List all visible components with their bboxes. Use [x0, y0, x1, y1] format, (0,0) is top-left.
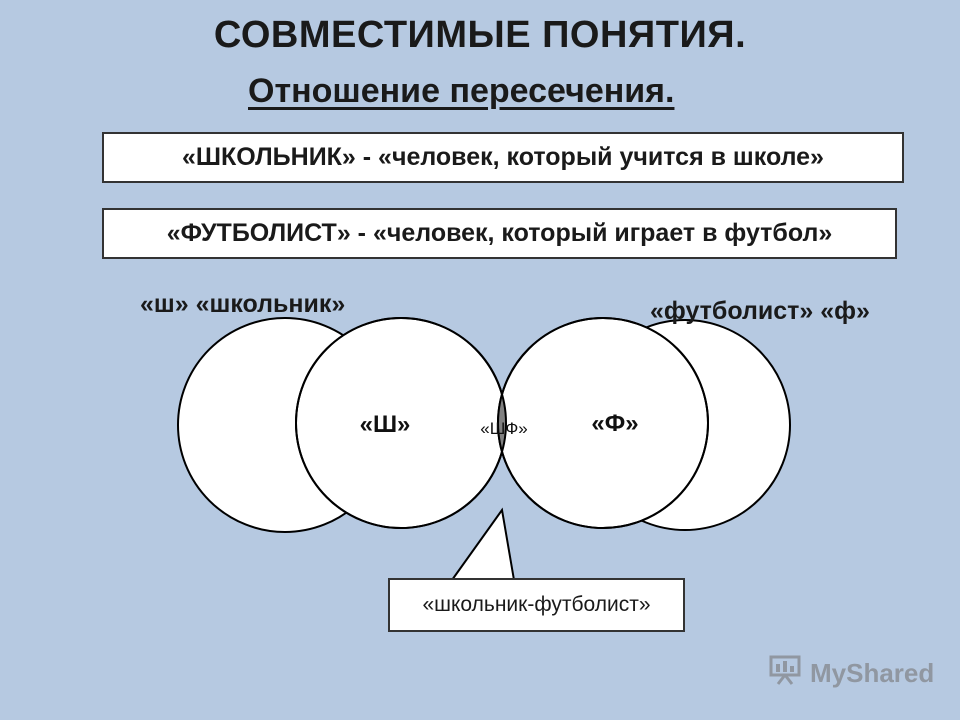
page-title: СОВМЕСТИМЫЕ ПОНЯТИЯ.: [213, 14, 747, 56]
watermark: MyShared: [768, 654, 934, 693]
outer-label-right: «футболист» «ф»: [650, 297, 870, 325]
definition-footballer: «ФУТБОЛИСТ» - «человек, который играет в…: [102, 208, 897, 259]
label-sh: «Ш»: [360, 411, 411, 438]
label-intersection: «ШФ»: [480, 419, 527, 438]
definition-schoolboy: «ШКОЛЬНИК» - «человек, который учится в …: [102, 132, 904, 183]
presentation-board-icon: [768, 654, 802, 693]
callout-box: «школьник-футболист»: [388, 578, 685, 632]
watermark-text: MyShared: [810, 658, 935, 688]
outer-label-left: «ш» «школьник»: [140, 290, 346, 318]
page-subtitle: Отношение пересечения.: [248, 72, 675, 110]
label-f: «Ф»: [591, 410, 638, 437]
callout-pointer: [451, 507, 515, 581]
